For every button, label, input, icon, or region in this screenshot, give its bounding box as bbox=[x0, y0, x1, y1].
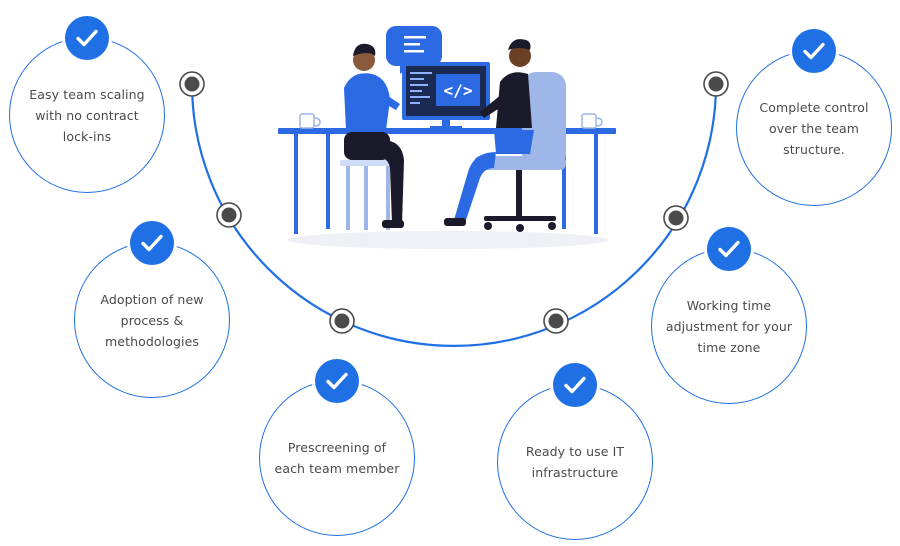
mug-icon bbox=[581, 113, 603, 129]
check-icon bbox=[792, 29, 836, 73]
benefit-it-infrastructure: Ready to use IT infrastructure bbox=[497, 363, 653, 540]
benefit-complete-control: Complete control over the team structure… bbox=[736, 29, 892, 206]
check-icon bbox=[130, 221, 174, 265]
benefit-label: Complete control over the team structure… bbox=[759, 99, 869, 157]
floor-shadow bbox=[288, 231, 608, 249]
benefit-easy-team-scaling: Easy team scaling with no contract lock-… bbox=[9, 16, 165, 193]
code-symbol: </> bbox=[444, 81, 473, 100]
mug-icon bbox=[299, 113, 321, 129]
arc-node-2 bbox=[216, 202, 242, 228]
check-icon bbox=[315, 359, 359, 403]
developer-left bbox=[344, 43, 404, 228]
team-illustration: </> bbox=[278, 26, 616, 249]
stool bbox=[340, 160, 396, 230]
arc-node-6 bbox=[703, 71, 729, 97]
benefit-adoption-of-new-process: Adoption of new process & methodologies bbox=[74, 221, 230, 398]
check-icon bbox=[553, 363, 597, 407]
benefit-label: Ready to use IT infrastructure bbox=[525, 444, 625, 480]
arc-node-5 bbox=[663, 205, 689, 231]
arc-node-3 bbox=[329, 308, 355, 334]
monitor: </> bbox=[402, 62, 490, 129]
office-chair bbox=[474, 72, 566, 232]
arc-node-1 bbox=[179, 71, 205, 97]
check-icon bbox=[707, 227, 751, 271]
developer-right bbox=[444, 39, 534, 226]
benefit-label: Prescreening of each team member bbox=[274, 440, 400, 476]
benefit-label: Working time adjustment for your time zo… bbox=[665, 297, 793, 355]
benefit-label: Easy team scaling with no contract lock-… bbox=[29, 86, 145, 144]
check-icon bbox=[65, 16, 109, 60]
arc-node-4 bbox=[543, 308, 569, 334]
benefit-prescreening: Prescreening of each team member bbox=[259, 359, 415, 536]
benefit-label: Adoption of new process & methodologies bbox=[100, 291, 204, 349]
benefit-working-time-adjustment: Working time adjustment for your time zo… bbox=[651, 227, 807, 404]
